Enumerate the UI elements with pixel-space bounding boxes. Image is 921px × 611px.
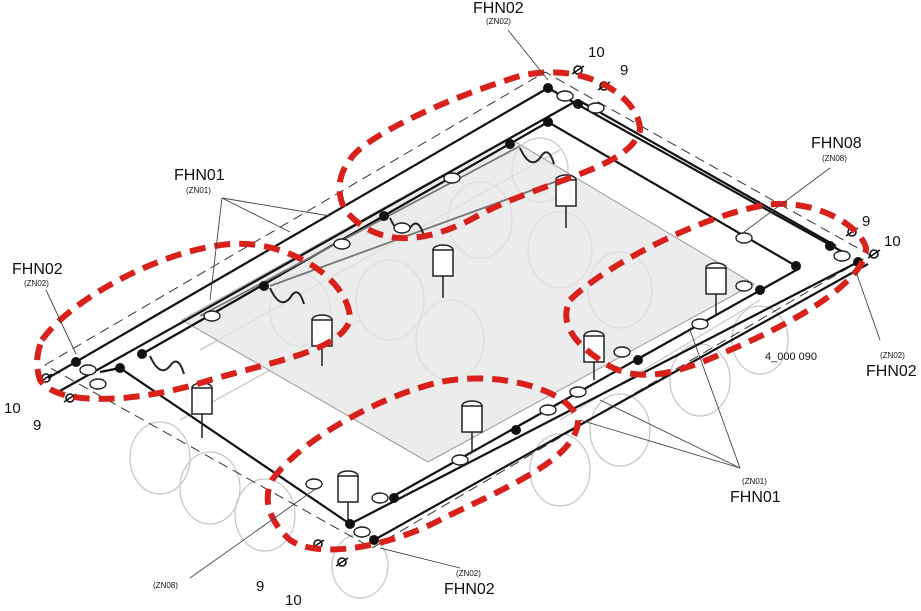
cylinder	[311, 314, 333, 366]
callout-fhn08-right: FHN08 (ZN08)	[811, 135, 862, 163]
callout-fhn02-top: FHN02 (ZN02)	[473, 0, 524, 26]
callout-zone: (ZN01)	[742, 477, 767, 486]
leader-lines	[45, 29, 881, 579]
callout-zn08-bottom: (ZN08)	[153, 581, 178, 590]
document-id: 4_000 090	[765, 351, 817, 363]
coupling	[539, 404, 557, 416]
cylinder	[337, 470, 359, 524]
connector-icon	[571, 65, 585, 75]
wheel	[589, 393, 651, 467]
junction	[791, 261, 801, 271]
zone-outline-fhn02-left	[34, 240, 354, 402]
zone-outlines	[34, 69, 870, 553]
callout-code: FHN02	[473, 0, 524, 17]
callout-code: FHN01	[730, 489, 781, 506]
junction	[345, 519, 355, 529]
coupling	[393, 222, 411, 234]
coupling	[203, 310, 221, 322]
callout-code: FHN02	[12, 261, 63, 278]
cylinder	[705, 262, 727, 314]
junction	[505, 139, 515, 149]
couplings	[79, 90, 851, 538]
cylinder	[432, 244, 454, 298]
platform-deck	[180, 137, 756, 463]
connector-label-right-10: 10	[884, 233, 901, 250]
coupling	[735, 280, 753, 292]
coupling	[691, 318, 709, 330]
coupling	[569, 386, 587, 398]
coupling	[333, 238, 351, 250]
callout-zone: (ZN02)	[880, 351, 905, 360]
callout-zone: (ZN02)	[456, 569, 481, 578]
junction	[259, 281, 269, 291]
callout-fhn01-upper: FHN01 (ZN01)	[174, 167, 225, 195]
zone-outline-fhn02-right	[563, 200, 870, 378]
cylinder	[461, 400, 483, 452]
connector-label-left-9: 9	[33, 417, 41, 434]
junction	[137, 349, 147, 359]
zone-outline-fhn02-bottom	[264, 375, 582, 553]
callout-fhn01-lower: (ZN01) FHN01	[730, 477, 781, 506]
cylinders	[191, 174, 727, 524]
junction	[71, 357, 81, 367]
coupling	[833, 250, 851, 262]
junction	[389, 493, 399, 503]
callout-code: FHN02	[866, 363, 917, 380]
callout-zone: (ZN01)	[186, 186, 211, 195]
callout-zone: (ZN02)	[24, 279, 49, 288]
coupling	[556, 90, 574, 102]
callout-fhn02-bottom: (ZN02) FHN02	[444, 569, 495, 598]
coupling	[371, 492, 389, 504]
hydraulic-lines	[47, 87, 869, 541]
junction	[633, 355, 643, 365]
wheel	[129, 421, 191, 495]
connector-label-left-10: 10	[4, 400, 21, 417]
callout-code: FHN08	[811, 135, 862, 152]
junction	[573, 99, 583, 109]
coupling	[305, 478, 323, 490]
wheel	[179, 451, 241, 525]
coupling	[89, 378, 107, 390]
wheel	[731, 305, 789, 375]
callout-fhn02-left: FHN02 (ZN02)	[12, 261, 63, 288]
zone-outline-fhn02-top	[336, 69, 644, 242]
coupling	[613, 346, 631, 358]
coupling	[735, 232, 753, 244]
coupling	[451, 454, 469, 466]
cylinder	[191, 382, 213, 438]
callout-code: FHN02	[444, 581, 495, 598]
connector-icon	[335, 557, 349, 567]
connector-label-top-9: 9	[620, 62, 628, 79]
connector-label-top-10: 10	[588, 44, 605, 61]
junction	[755, 285, 765, 295]
coupling	[443, 172, 461, 184]
junction	[543, 117, 553, 127]
connector-icon	[867, 249, 881, 259]
junction	[543, 83, 553, 93]
callout-fhn02-right: (ZN02) FHN02	[866, 351, 917, 380]
junction	[379, 211, 389, 221]
coupling	[587, 102, 605, 114]
connector-label-bottom-9: 9	[256, 578, 264, 595]
connector-label-right-9: 9	[862, 213, 870, 230]
junction	[825, 241, 835, 251]
callout-code: FHN01	[174, 167, 225, 184]
coupling	[353, 526, 371, 538]
junction	[511, 425, 521, 435]
wheel	[529, 433, 591, 507]
connector-label-bottom-10: 10	[285, 592, 302, 606]
junction	[369, 535, 379, 545]
callout-zone: (ZN02)	[486, 17, 511, 26]
callout-zone: (ZN08)	[822, 154, 847, 163]
wheel	[234, 478, 296, 552]
coupling	[79, 364, 97, 376]
junction	[115, 363, 125, 373]
